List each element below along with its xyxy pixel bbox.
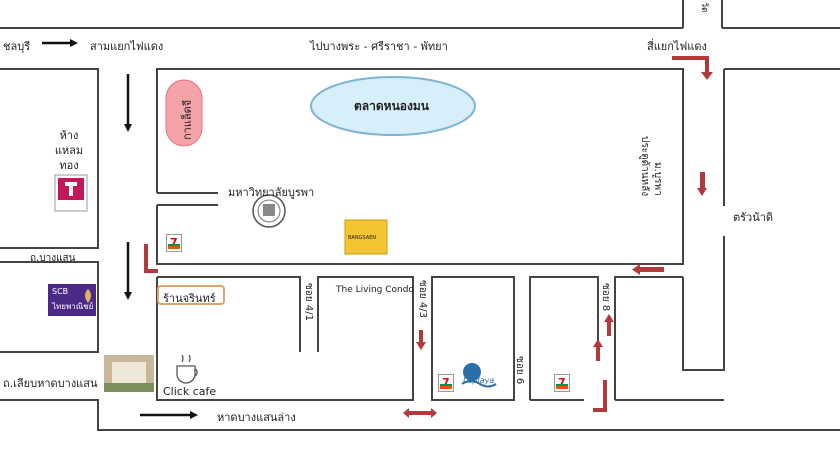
block-jarin (157, 276, 301, 352)
black-arrow-right-top (42, 39, 78, 47)
yellow-sign-text: BANGSAEN (348, 235, 377, 241)
red-arrow-left-right (632, 264, 664, 275)
right-place-label: ตรัวน้าดิ (733, 211, 774, 224)
block-far-right (614, 276, 683, 400)
right-block-bottom (682, 236, 725, 371)
road-label-temple: วัด (699, 2, 709, 13)
mall-block (0, 68, 99, 249)
red-arrow-lane43 (416, 330, 426, 350)
left-road-label: ถ.บางแสน (30, 253, 76, 264)
lane-4-3-label: ซอย 4/3 (417, 280, 428, 318)
red-arrow-down-right (697, 172, 707, 196)
block-jarin-bottom (156, 276, 414, 401)
shop-sign: ร้านจรินทร์ (157, 285, 225, 305)
block-711-right (529, 276, 599, 400)
black-arrow-down-1 (124, 74, 132, 132)
seven-eleven-icon: 7 (438, 374, 454, 392)
lane-4-1-label: ซอย 4/1 (303, 283, 314, 321)
click-cafe-label: Click cafe (163, 385, 217, 398)
mall-logo-text: Laemthong (57, 201, 86, 207)
market-ellipse (310, 76, 476, 136)
red-arrow-lane8-bottom (593, 380, 607, 412)
laplaya-logo (461, 363, 497, 388)
university-block (156, 68, 684, 265)
bottom-left-road-label: ถ.เลียบหาดบางแสน (3, 377, 98, 390)
laplaya-label: Laplaya (463, 376, 495, 385)
lane-8-label: ซอย 8 (600, 283, 611, 312)
red-arrow-top-right (672, 56, 713, 80)
bottom-road-label: หาดบางแสนล่าง (217, 411, 296, 424)
road-label-chonburi: ชลบุรี (3, 40, 31, 53)
seven-eleven-icon: 7 (554, 374, 570, 392)
road-label-right-intersection: สี่แยกไฟแดง (647, 40, 707, 53)
seven-label: 7 (558, 376, 566, 389)
road-label-top-road: ไปบางพระ - ศรีราชา - พัทยา (310, 40, 448, 53)
mall-name: ห้าง แหลม ทอง (52, 128, 86, 173)
cafe-label: กาแล็ดจี (181, 99, 194, 140)
black-arrow-down-2 (124, 242, 132, 300)
beach-building-image (104, 355, 154, 392)
seven-eleven-icon: 7 (166, 234, 182, 252)
red-arrow-lane8-mid (593, 339, 603, 361)
seven-label: 7 (442, 376, 450, 389)
shop-label: ร้านจรินทร์ (163, 292, 216, 305)
mall-name-line: ทอง (59, 159, 79, 172)
university-label: มหาวิทยาลัยบูรพา (228, 186, 315, 199)
back-gate-sub-label: ม.บูรพา (652, 162, 663, 196)
mall-logo (54, 174, 88, 212)
scb-logo-line1: SCB (52, 287, 69, 296)
university-seal-icon (252, 194, 286, 228)
yellow-sign (344, 219, 388, 255)
block-laplaya (431, 276, 515, 401)
market-label: ตลาดหนองมน (354, 99, 429, 113)
coffee-cup-icon (176, 354, 198, 384)
black-arrow-right-bottom (140, 411, 198, 419)
bottom-left-edge (0, 399, 840, 431)
lane-6-label: ซอย 6 (514, 356, 525, 385)
cafe-oval (165, 79, 203, 147)
red-arrow-bottom-double (403, 408, 437, 418)
seven-label: 7 (170, 236, 178, 249)
mall-name-line: แหลม (54, 144, 84, 157)
scb-logo (48, 284, 96, 316)
bank-block (0, 261, 99, 353)
road-label-left-intersection: สามแยกไฟแดง (90, 40, 164, 53)
scb-logo-line2: ไทยพาณิชย์ (52, 302, 94, 311)
condo-label: The Living Condo (336, 285, 414, 295)
mall-name-line: ห้าง (59, 129, 79, 142)
red-arrow-left-corner (144, 244, 158, 273)
red-arrow-lane8-up (604, 314, 614, 336)
